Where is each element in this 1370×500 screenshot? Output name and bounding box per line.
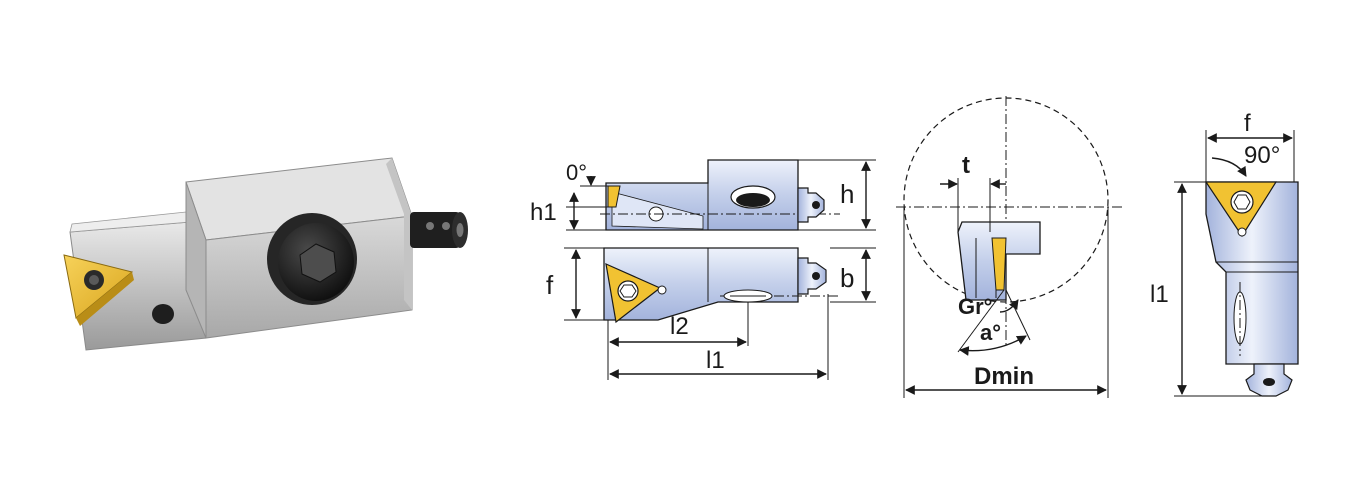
- label-ninety: 90°: [1244, 142, 1280, 169]
- boring-cartridge-render: [63, 157, 468, 351]
- clamp-screw-icon: [267, 213, 357, 305]
- label-a: a°: [980, 320, 1001, 345]
- label-f-end: f: [1244, 110, 1251, 137]
- label-b: b: [840, 263, 854, 293]
- adjusting-pin-icon: [410, 212, 468, 248]
- label-l1-end: l1: [1150, 281, 1169, 308]
- side-view-top: [600, 159, 840, 231]
- label-l2: l2: [670, 313, 689, 340]
- side-view-bottom: [603, 247, 840, 324]
- label-gr: Gr°: [958, 294, 992, 319]
- label-h1: h1: [530, 199, 557, 226]
- insert-render-icon: [63, 254, 134, 326]
- label-dmin: Dmin: [974, 363, 1034, 390]
- side-dimensions: [564, 159, 876, 380]
- label-h: h: [840, 179, 854, 209]
- label-t: t: [962, 152, 970, 179]
- label-f-side: f: [546, 270, 554, 300]
- label-l1-bottom: l1: [706, 347, 725, 374]
- insert-top-view-icon: [605, 262, 667, 324]
- insert-side-icon: [607, 185, 621, 208]
- insert-end-icon: [1204, 181, 1278, 238]
- label-zero-angle: 0°: [566, 160, 587, 185]
- bore-view: [896, 96, 1124, 398]
- end-view: [1174, 130, 1299, 397]
